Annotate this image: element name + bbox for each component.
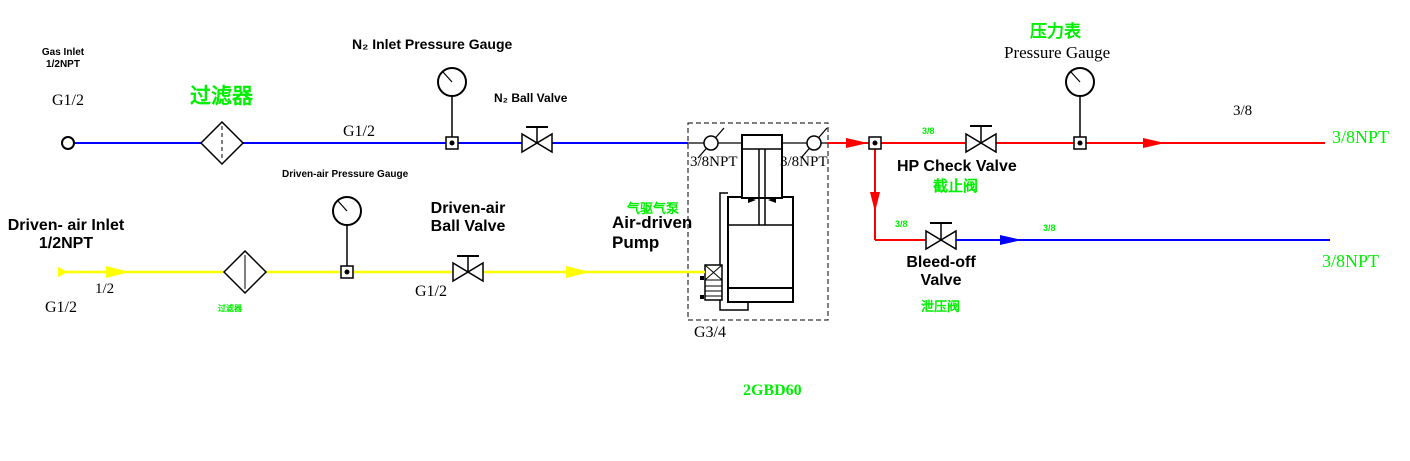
pump-inlet-check-valve-icon xyxy=(697,127,725,159)
driven-air-gauge-label: Driven-air Pressure Gauge xyxy=(282,169,409,180)
n2-filter-label-cn: 过滤器 xyxy=(190,85,253,108)
n2-ball-valve-icon xyxy=(521,126,553,154)
driven-air-pipe xyxy=(58,266,705,278)
n2-ball-valve-label: N₂ Ball Valve xyxy=(494,91,568,105)
driven-air-port-label: G1/2 xyxy=(45,299,77,316)
bleed-inlet-size-label: 3/8 xyxy=(895,219,908,229)
gas-inlet-port-label: G1/2 xyxy=(52,92,84,109)
hp-junction-size-label: 3/8 xyxy=(922,126,935,136)
n2-pipe-size-label: G1/2 xyxy=(343,123,375,140)
driven-air-pipe-size-label: G1/2 xyxy=(415,283,447,300)
n2-filter-icon xyxy=(199,120,245,166)
bleed-valve-label-cn: 泄压阀 xyxy=(921,299,961,314)
driven-air-inlet-size-label: 1/2 xyxy=(95,281,115,297)
pump-model-label: 2GBD60 xyxy=(743,382,802,399)
driven-air-ball-valve-label: Driven-air Ball Valve xyxy=(430,200,506,236)
bleed-outlet-size-label: 3/8 xyxy=(1043,223,1056,233)
pump-outlet-check-valve-icon xyxy=(800,127,828,159)
pump-outlet-port-label: 3/8NPT xyxy=(780,154,828,170)
hp-check-valve-label-cn: 截止阀 xyxy=(933,178,979,195)
pump-label-en: Air-driven Pump xyxy=(612,213,693,252)
outlet-gauge-label-cn: 压力表 xyxy=(1030,22,1081,41)
bleed-valve-label: Bleed-off Valve xyxy=(906,254,976,290)
driven-air-inlet-title: Driven- air Inlet 1/2NPT xyxy=(7,217,125,253)
outlet-gauge-label: Pressure Gauge xyxy=(1004,43,1111,62)
driven-air-ball-valve-icon xyxy=(452,255,484,283)
n2-gauge-label: N₂ Inlet Pressure Gauge xyxy=(352,36,513,52)
pump-inlet-port-label: 3/8NPT xyxy=(690,154,738,170)
hp-check-valve-label: HP Check Valve xyxy=(897,158,1017,175)
n2-pressure-gauge-icon xyxy=(437,67,467,150)
inlet-port-icon xyxy=(61,136,75,150)
pump-label-cn: 气驱气泵 xyxy=(627,201,680,216)
hp-line-size-label: 3/8 xyxy=(1233,103,1253,119)
driven-air-filter-label-cn: 过滤器 xyxy=(218,304,242,313)
pump-air-inlet-muffler-icon xyxy=(700,264,723,301)
bleed-outlet-pipe xyxy=(956,235,1330,245)
air-driven-pump-icon xyxy=(719,134,794,311)
hp-outlet-port-label: 3/8NPT xyxy=(1332,127,1390,147)
tee-junction-icon xyxy=(868,136,882,150)
gas-inlet-title: Gas Inlet 1/2NPT xyxy=(41,47,85,70)
driven-air-filter-icon xyxy=(222,249,268,295)
outlet-pressure-gauge-icon xyxy=(1065,67,1095,150)
driven-air-pressure-gauge-icon xyxy=(332,196,362,279)
pump-drive-port-label: G3/4 xyxy=(694,324,726,341)
n2-supply-pipe xyxy=(61,136,688,150)
hp-check-valve-icon xyxy=(965,125,997,154)
bleed-outlet-port-label: 3/8NPT xyxy=(1322,251,1380,271)
bleed-off-valve-icon xyxy=(925,222,957,251)
